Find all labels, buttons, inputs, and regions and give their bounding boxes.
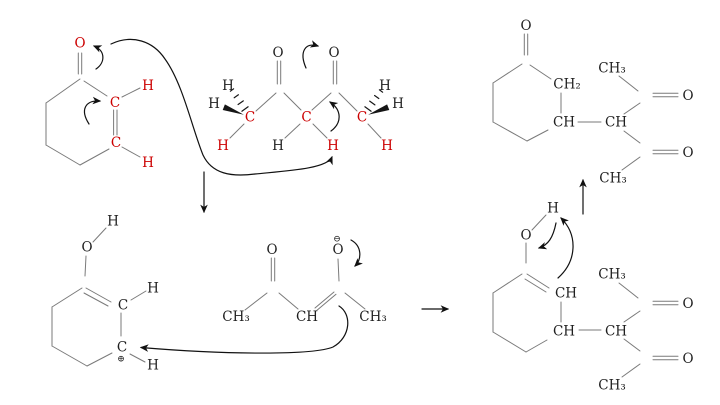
group-ch: CH [296, 309, 318, 325]
atom-hydrogen: H [379, 78, 391, 94]
curved-arrow-oxide-to-co [350, 239, 363, 267]
bonds [492, 33, 679, 171]
atom-oxygen: O [682, 351, 693, 367]
atom-oxygen: O [682, 296, 693, 312]
solid-wedge-bond [222, 104, 244, 115]
curved-arrow-oh-bond-to-oxygen [537, 222, 557, 250]
group-methine-ch: CH [605, 115, 627, 131]
atom-acidic-hydrogen: H [327, 138, 339, 154]
group-ch3: CH₃ [359, 309, 387, 325]
atom-beta-carbon: C [111, 135, 121, 151]
atom-oxygen: O [74, 36, 85, 52]
hash-wedge-bond [229, 88, 384, 112]
group-ch3: CH₃ [598, 267, 626, 283]
atom-oxygen: O [328, 45, 339, 61]
solid-wedge-bond [368, 104, 390, 115]
group-ch3: CH₃ [599, 171, 627, 187]
curved-arrow-co-pi-to-oxygen [302, 40, 320, 69]
atom-enolate-oxygen: O [332, 242, 343, 258]
atom-enol-hydrogen: H [547, 201, 559, 217]
bonds [229, 60, 382, 139]
atom-methyl-carbon: C [245, 110, 255, 126]
plus-charge-symbol: ⊕ [117, 355, 125, 365]
atom-hydrogen: H [222, 78, 234, 94]
group-ring-ch: CH [553, 324, 575, 340]
curved-arrow-enolate-to-carbocation [139, 305, 349, 354]
atom-oxygen: O [520, 18, 531, 34]
curved-arrow-oxygen-to-acidic-proton [110, 38, 333, 176]
atom-central-carbon: C [301, 110, 311, 126]
group-ch2: CH₂ [553, 77, 581, 93]
bonds [244, 257, 366, 311]
atom-enol-oxygen: O [520, 228, 531, 244]
curved-arrow-alkene-to-proton [557, 217, 574, 279]
atom-hydrogen: H [208, 96, 220, 112]
atom-hydrogen: H [142, 78, 154, 94]
bonds [492, 214, 679, 378]
atom-hydrogen: H [142, 155, 154, 171]
atom-oxygen: O [81, 240, 92, 256]
molecule-enolate: O CH₃ CH O ⊖ CH₃ [222, 235, 387, 326]
atom-hydrogen: H [381, 138, 393, 154]
curved-arrow-alkene-to-c1c2-bond [83, 96, 102, 125]
atom-oxygen: O [682, 88, 693, 104]
atom-hydrogen: H [392, 96, 404, 112]
molecule-cyclohexenone: O C H C H [45, 36, 154, 171]
atom-hydrogen: H [107, 214, 119, 230]
atom-oxygen: O [272, 45, 283, 61]
molecule-pentanedione: O O C C C H H H H H H H H [208, 40, 404, 154]
group-ring-ch: CH [553, 115, 575, 131]
curved-arrow-ch-bond-to-cc [329, 101, 340, 132]
atom-alpha-carbon: C [110, 95, 120, 111]
atom-cation-carbon: C [117, 340, 127, 356]
molecule-product-adduct: O CH₂ CH CH CH₃ O CH₃ O [492, 18, 694, 187]
minus-charge-symbol: ⊖ [333, 235, 341, 245]
group-ring-ch: CH [555, 286, 577, 302]
atom-hydrogen: H [217, 138, 229, 154]
atom-oxygen: O [266, 242, 277, 258]
molecule-oxocarbenium: H O C H C ⊕ H [51, 214, 159, 374]
group-methine-ch: CH [605, 324, 627, 340]
atom-hydrogen: H [147, 358, 159, 374]
atom-hydrogen: H [272, 138, 284, 154]
group-ch3: CH₃ [598, 61, 626, 77]
atom-methyl-carbon: C [357, 110, 367, 126]
atom-oxygen: O [682, 145, 693, 161]
bonds [51, 227, 147, 367]
atom-hydrogen: H [147, 281, 159, 297]
molecule-enol-adduct: H O CH CH CH CH₃ O CH₃ O [492, 201, 694, 394]
atom-carbon: C [118, 298, 128, 314]
group-ch3: CH₃ [222, 309, 250, 325]
curved-arrow-co-pi-to-oxygen [92, 45, 104, 70]
group-ch3: CH₃ [598, 378, 626, 394]
bonds [45, 52, 141, 166]
